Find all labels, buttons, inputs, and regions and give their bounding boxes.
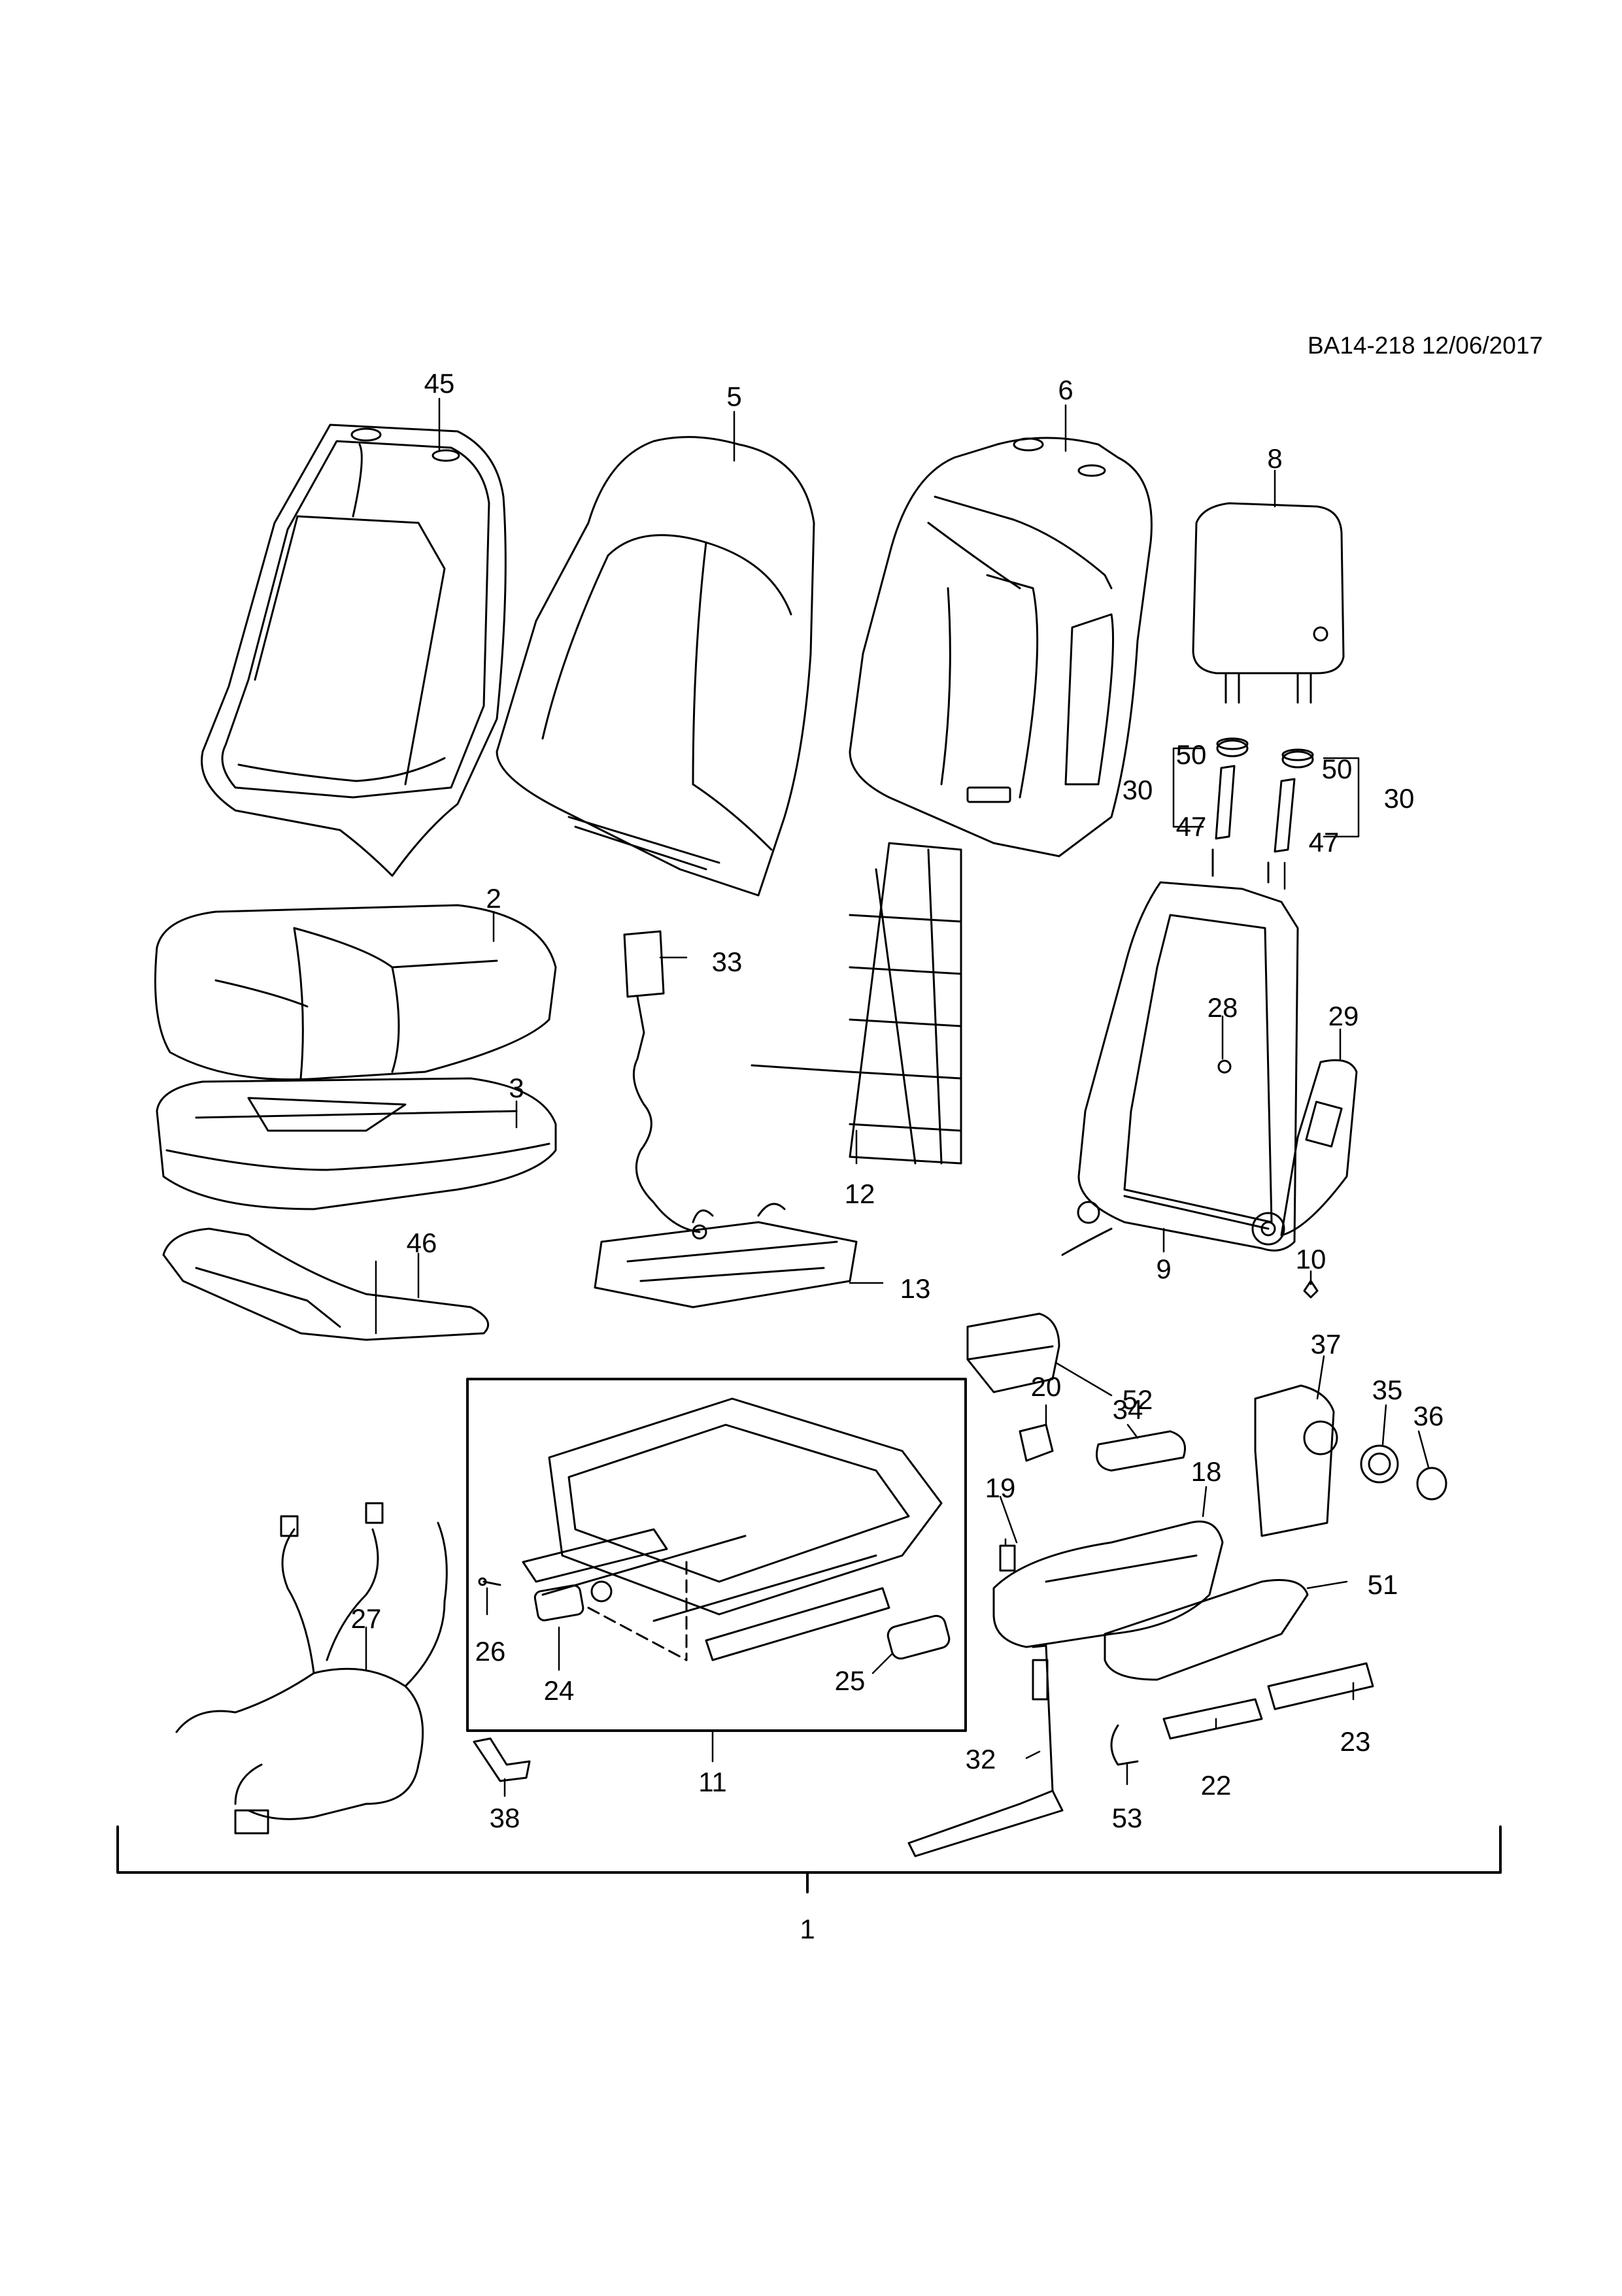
seat-adjuster-motors: [478, 1561, 951, 1661]
callout-34-c34: 34: [1113, 1394, 1143, 1425]
callout-13-c13: 13: [900, 1273, 931, 1304]
cushion-base-part: [162, 1227, 490, 1341]
side-shield-part: [966, 1312, 1060, 1393]
seat-cushion-cover-part: [154, 904, 557, 1081]
callout-10-c10: 10: [1296, 1244, 1326, 1274]
callout-51-c51: 51: [1368, 1569, 1398, 1600]
seat-belt-buckle-part: [623, 930, 707, 1240]
seat-cushion-pad-part: [156, 1077, 557, 1210]
callout-1-c1: 1: [800, 1914, 815, 1944]
headrest-part: [1192, 502, 1345, 704]
callout-26-c26: 26: [475, 1636, 506, 1667]
callout-52-c52: 52: [1123, 1384, 1153, 1415]
track-covers-and-clips: [1104, 1579, 1374, 1766]
callout-9-c9: 9: [1156, 1254, 1171, 1284]
wiring-harness-part: [175, 1502, 448, 1835]
seat-back-frame-part: [1061, 881, 1299, 1256]
callout-labels: 45 5 6 8 50 30 47 50 30 47 2 33 28 29 3 12 9 10 13 46 52 37 20…: [351, 368, 1444, 1944]
callout-38-c38: 38: [490, 1803, 520, 1833]
leader-lines: [365, 397, 1430, 1797]
callout-47-c47a: 47: [1176, 811, 1207, 842]
callout-35-c35: 35: [1372, 1374, 1403, 1405]
callout-32-c32: 32: [966, 1744, 996, 1774]
callout-27-c27: 27: [351, 1603, 382, 1634]
callout-50-c50a: 50: [1176, 739, 1207, 770]
callout-8-c8: 8: [1267, 443, 1282, 474]
callout-36-c36: 36: [1413, 1401, 1444, 1431]
recliner-cover-knob-parts: [1254, 1384, 1447, 1537]
callout-50-c50b: 50: [1322, 754, 1353, 784]
callout-30-c30a: 30: [1123, 774, 1153, 805]
bracket-part: [473, 1737, 531, 1782]
callout-3-c3: 3: [509, 1073, 524, 1103]
callout-2-c2: 2: [486, 883, 501, 914]
headrest-guide-parts: [1211, 737, 1314, 884]
side-trim-and-handles: [992, 1423, 1224, 1648]
callout-22-c22: 22: [1201, 1770, 1232, 1801]
document-id: BA14-218 12/06/2017: [1307, 332, 1543, 359]
cushion-frame-part: [522, 1397, 943, 1661]
callout-24-c24: 24: [544, 1675, 575, 1706]
callout-18-c18: 18: [1191, 1456, 1222, 1487]
callout-46-c46: 46: [407, 1227, 437, 1258]
callout-45-c45: 45: [424, 368, 455, 399]
callout-19-c19: 19: [985, 1472, 1016, 1503]
callout-47-c47b: 47: [1309, 827, 1340, 857]
assembly-bracket: [116, 1825, 1502, 1893]
callout-20-c20: 20: [1031, 1371, 1062, 1402]
height-adjuster-part: [907, 1644, 1064, 1857]
callout-28-c28: 28: [1208, 992, 1238, 1023]
suspension-mat-part: [751, 842, 962, 1165]
callout-30-c30b: 30: [1384, 783, 1415, 814]
callout-53-c53: 53: [1112, 1803, 1143, 1833]
seat-back-shell-part: [849, 437, 1153, 857]
callout-23-c23: 23: [1340, 1726, 1371, 1757]
callout-11-c11: 11: [698, 1767, 727, 1797]
callout-6-c6: 6: [1058, 374, 1073, 405]
seat-back-pad-part: [496, 436, 815, 897]
callout-37-c37: 37: [1311, 1329, 1342, 1359]
callout-5-c5: 5: [726, 381, 741, 412]
seat-back-cover-part: [201, 424, 507, 877]
cushion-frame-group-box: [466, 1378, 967, 1732]
callout-29-c29: 29: [1328, 1001, 1359, 1031]
side-airbag-and-fasteners: [1217, 1059, 1358, 1299]
callout-25-c25: 25: [835, 1665, 866, 1696]
callout-12-c12: 12: [845, 1178, 875, 1209]
cushion-suspension-part: [594, 1203, 858, 1308]
callout-33-c33: 33: [712, 946, 743, 977]
